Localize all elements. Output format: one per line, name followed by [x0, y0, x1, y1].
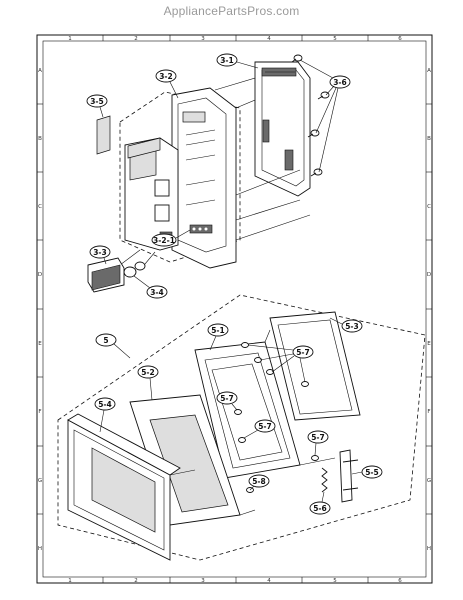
callout-text: 5-6: [313, 504, 327, 513]
row-label: H: [427, 546, 431, 552]
callout-text: 3-2-1: [153, 236, 175, 245]
callout-5-2: 5-2: [137, 365, 159, 401]
callout-5: 5: [95, 333, 131, 359]
callout-text: 3-2: [159, 72, 173, 81]
col-label: 3: [201, 36, 205, 42]
door-screen-part: [269, 311, 361, 421]
door-screws-part: [234, 342, 319, 493]
callout-3-4: 3-4: [133, 275, 168, 299]
row-label: C: [38, 204, 42, 210]
col-label: 2: [134, 578, 138, 584]
callout-3-5: 3-5: [86, 94, 108, 118]
callout-text: 3-1: [220, 56, 234, 65]
col-label: 5: [333, 578, 337, 584]
row-label: C: [427, 204, 431, 210]
callout-text: 5-7: [311, 433, 325, 442]
watermark: AppliancePartsPros.com: [163, 4, 300, 18]
callout-3-6: 3-6: [299, 59, 351, 173]
latch-spring-part: [321, 467, 328, 493]
frame-ticks: [37, 35, 432, 583]
row-label: F: [38, 409, 41, 415]
door-group-outline: [57, 294, 426, 561]
col-label: 4: [267, 36, 271, 42]
callout-text: 3-3: [93, 248, 107, 257]
callout-text: 5-1: [211, 326, 225, 335]
circuit-board-part: [254, 61, 311, 197]
col-label: 1: [68, 578, 72, 584]
column-labels-bottom: 1 2 3 4 5 6: [68, 578, 402, 584]
callout-text: 5-2: [141, 368, 155, 377]
control-panel-frame-part: [171, 87, 237, 269]
callout-5-7-lower: 5-7: [243, 419, 276, 439]
col-label: 3: [201, 578, 205, 584]
callout-5-7-top: 5-7: [247, 344, 314, 383]
row-label: G: [38, 478, 42, 484]
callout-text: 5-3: [345, 322, 359, 331]
col-label: 1: [68, 36, 72, 42]
callout-text: 5: [103, 336, 108, 345]
row-label: E: [427, 341, 431, 347]
callout-3-2: 3-2: [155, 69, 179, 99]
row-label: A: [427, 68, 431, 74]
display-window-part: [127, 137, 161, 159]
callout-5-3: 5-3: [329, 317, 363, 333]
row-label: E: [38, 341, 42, 347]
row-label: G: [427, 478, 431, 484]
row-labels-left: A B C D E F G H: [38, 68, 42, 552]
row-label: B: [38, 136, 42, 142]
callout-text: 5-4: [98, 400, 112, 409]
callout-text: 3-5: [90, 97, 104, 106]
row-label: D: [427, 272, 431, 278]
row-label: A: [38, 68, 42, 74]
row-label: F: [427, 409, 430, 415]
screw-set-part: [291, 54, 330, 177]
outer-door-part: [67, 413, 181, 561]
callout-3-3: 3-3: [89, 245, 111, 265]
col-label: 2: [134, 36, 138, 42]
callout-3-2-1: 3-2-1: [151, 229, 191, 247]
callout-text: 5-7: [296, 348, 310, 357]
callout-5-7-middle: 5-7: [216, 391, 238, 411]
col-label: 6: [398, 578, 402, 584]
callout-text: 5-8: [252, 477, 266, 486]
button-part: [87, 257, 146, 293]
callout-3-1: 3-1: [216, 53, 259, 69]
control-panel-group-outline: [119, 91, 241, 263]
col-label: 6: [398, 36, 402, 42]
row-label: H: [38, 546, 42, 552]
label-plate-part: [96, 115, 111, 155]
col-label: 5: [333, 36, 337, 42]
callout-5-7-right: 5-7: [307, 430, 329, 456]
col-label: 4: [267, 578, 271, 584]
latch-hook-part: [339, 449, 359, 503]
callout-text: 3-6: [333, 78, 347, 87]
callout-5-6: 5-6: [309, 491, 331, 515]
callout-text: 3-4: [150, 288, 164, 297]
row-label: B: [427, 136, 431, 142]
callout-text: 5-7: [258, 422, 272, 431]
lower-guide-lines: [169, 329, 336, 516]
callout-5-5: 5-5: [351, 465, 383, 479]
callout-text: 5-5: [365, 468, 379, 477]
callout-text: 5-7: [220, 394, 234, 403]
column-labels-top: 1 2 3 4 5 6: [68, 36, 402, 42]
callout-5-4: 5-4: [94, 397, 116, 433]
callout-5-8: 5-8: [248, 474, 270, 491]
row-labels-right: A B C D E F G H: [427, 68, 431, 552]
row-label: D: [38, 272, 42, 278]
callout-5-1: 5-1: [207, 323, 229, 351]
